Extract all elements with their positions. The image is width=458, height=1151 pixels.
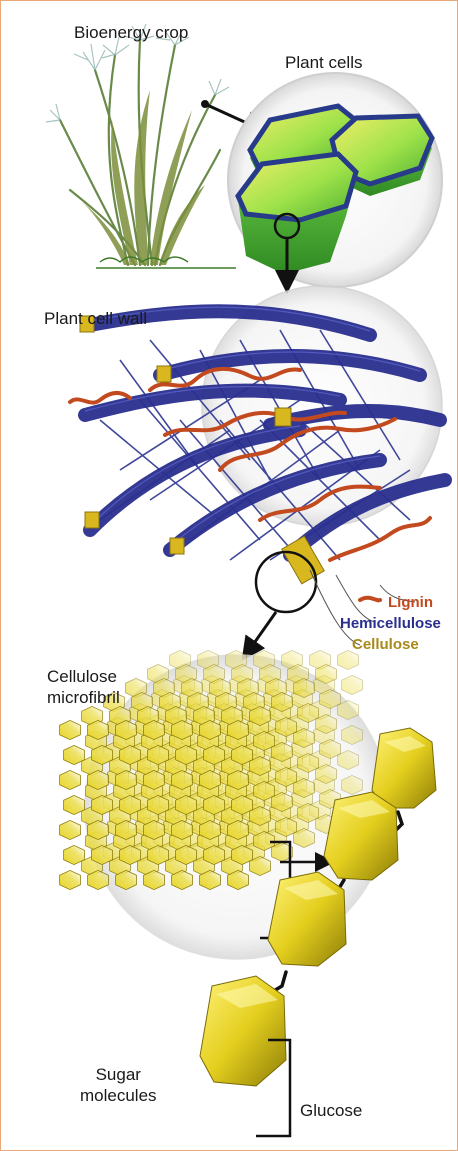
label-plant-cells: Plant cells xyxy=(285,52,362,73)
fibril-block xyxy=(60,870,81,889)
legend-lignin: Lignin xyxy=(388,594,433,612)
fibril-block xyxy=(60,720,81,739)
crop-pointer-dot xyxy=(201,100,209,108)
fibril-block xyxy=(60,770,81,789)
plant-cells-illustration xyxy=(228,73,442,287)
bioenergy-crop-illustration xyxy=(46,24,236,268)
fibril-block xyxy=(60,820,81,839)
label-plant-cell-wall: Plant cell wall xyxy=(44,308,147,329)
label-cellulose-microfibril: Cellulose microfibril xyxy=(47,666,120,708)
label-sugar-molecules: Sugar molecules xyxy=(80,1064,157,1106)
label-glucose: Glucose xyxy=(300,1100,362,1121)
arrow-wall-to-microfibril xyxy=(245,612,276,656)
legend-hemicellulose: Hemicellulose xyxy=(340,615,441,633)
label-bioenergy-crop: Bioenergy crop xyxy=(74,22,188,43)
fibril-block xyxy=(342,675,363,694)
plant-cell-wall-illustration xyxy=(70,286,445,645)
legend-cellulose: Cellulose xyxy=(352,636,419,654)
